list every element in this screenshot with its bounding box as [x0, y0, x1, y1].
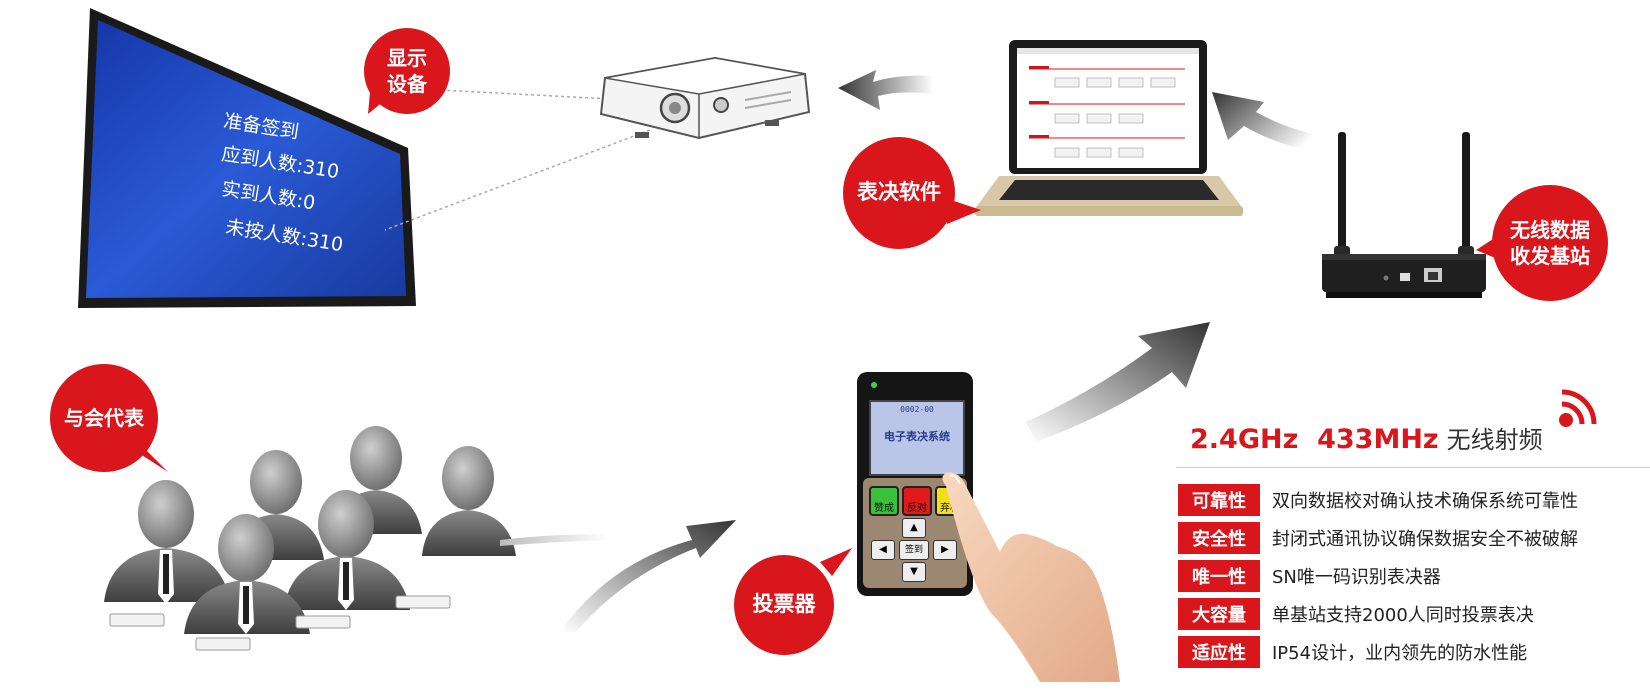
- arrow-delegates-tail: [500, 534, 608, 546]
- voter-bubble: 投票器: [734, 555, 834, 655]
- feature-text: 单基站支持2000人同时投票表决: [1272, 605, 1534, 626]
- feature-label: 安全性: [1178, 522, 1260, 554]
- projection-lines: [384, 89, 651, 231]
- feature-label: 大容量: [1178, 598, 1260, 630]
- laptop-icon: [975, 40, 1243, 216]
- wifi-signal-icon: [1559, 389, 1597, 427]
- feature-label: 适应性: [1178, 636, 1260, 668]
- bubble-tail: [1476, 232, 1504, 260]
- base-station-bubble: 无线数据收发基站: [1492, 185, 1608, 301]
- left-button[interactable]: ◀: [871, 540, 895, 560]
- yes-button[interactable]: 赞成: [869, 486, 899, 516]
- feature-text: 封闭式通讯协议确保数据安全不被破解: [1272, 529, 1578, 550]
- voting-keypad: 0002-00 电子表决系统 赞成 反对 弃权 ▲ ◀ 签到 ▶ ▼: [857, 372, 973, 596]
- divider: [1176, 467, 1650, 468]
- feature-label: 可靠性: [1178, 484, 1260, 516]
- right-button[interactable]: ▶: [933, 540, 957, 560]
- finger-hand-icon: [942, 472, 1120, 682]
- projector-icon: [599, 56, 811, 140]
- feature-text: IP54设计，业内领先的防水性能: [1272, 643, 1528, 664]
- software-bubble: 表决软件: [843, 137, 955, 249]
- up-button[interactable]: ▲: [902, 518, 926, 538]
- delegates-illustration: [104, 426, 516, 651]
- no-button[interactable]: 反对: [902, 486, 932, 516]
- feature-label: 唯一性: [1178, 560, 1260, 592]
- arrow-to-router: [1026, 322, 1210, 442]
- arrow-to-keypad: [560, 520, 736, 632]
- feature-row: 适应性 IP54设计，业内领先的防水性能: [1178, 636, 1648, 668]
- feature-text: SN唯一码识别表决器: [1272, 567, 1441, 588]
- feature-row: 可靠性 双向数据校对确认技术确保系统可靠性: [1178, 484, 1648, 516]
- bubble-tail: [945, 198, 981, 224]
- arrow-to-projector: [838, 70, 933, 110]
- lcd-header: 0002-00: [900, 405, 934, 414]
- router-icon: [1322, 132, 1486, 298]
- feature-text: 双向数据校对确认技术确保系统可靠性: [1272, 491, 1578, 512]
- bubble-tail: [368, 92, 390, 114]
- signin-button[interactable]: 签到: [899, 540, 929, 560]
- delegates-bubble: 与会代表: [50, 364, 158, 472]
- arrow-to-laptop: [1212, 92, 1324, 152]
- lcd-title: 电子表决系统: [884, 430, 950, 443]
- keypad-lcd: 0002-00 电子表决系统: [869, 400, 965, 476]
- feature-row: 安全性 封闭式通讯协议确保数据安全不被破解: [1178, 522, 1648, 554]
- down-button[interactable]: ▼: [902, 562, 926, 582]
- feature-row: 唯一性 SN唯一码识别表决器: [1178, 560, 1648, 592]
- status-led: [871, 382, 877, 388]
- bubble-tail: [134, 444, 168, 472]
- feature-row: 大容量 单基站支持2000人同时投票表决: [1178, 598, 1648, 630]
- tv-frame: [78, 8, 416, 308]
- display-tv: 准备签到 应到人数:310 实到人数:0 未按人数:310: [78, 6, 418, 326]
- bubble-tail: [820, 548, 852, 576]
